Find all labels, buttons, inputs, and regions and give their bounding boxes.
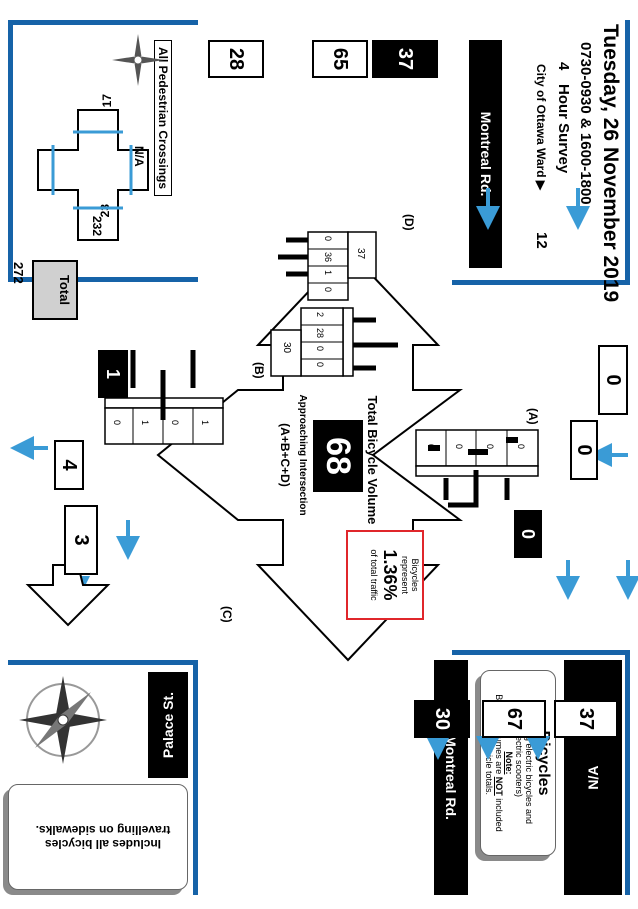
percent-line3: of total traffic <box>369 549 379 601</box>
approach-label-a: (A) <box>526 408 540 425</box>
approach-label-b: (B) <box>252 362 266 379</box>
b-count-uturn: 0 <box>315 362 325 368</box>
percent-line1: Bicycles <box>410 558 420 592</box>
pedestrian-intersection <box>37 109 149 241</box>
c-count-3: 1 <box>140 420 150 426</box>
d-count-4: 0 <box>323 287 333 293</box>
one-way-arrow-icon <box>25 564 111 627</box>
a-count-3: 0 <box>454 444 464 450</box>
center-title: Total Bicycle Volume <box>365 395 380 525</box>
approach-b-lanes <box>342 307 354 377</box>
center-sub1: Approaching Intersection <box>297 394 308 516</box>
d-exit-total: 28 <box>208 40 264 78</box>
c-count-1: 1 <box>200 420 210 426</box>
d-approach-total: 37 <box>372 40 438 78</box>
a-approach-total: 0 <box>514 510 542 558</box>
c-two-way-total: 4 <box>54 440 84 490</box>
b-approach-box-value: 30 <box>281 342 292 354</box>
percent-box: Bicycles represent 1.36% of total traffi… <box>346 530 424 620</box>
approach-a-arrows <box>428 437 518 455</box>
c-count-4: 0 <box>112 420 122 426</box>
compass-rose-icon <box>19 676 107 764</box>
c-approach-total: 1 <box>98 350 128 398</box>
b-count-left: 2 <box>315 312 325 318</box>
compass-small-icon <box>112 34 164 86</box>
b-count-through: 28 <box>315 328 325 339</box>
center-total: 68 <box>313 420 363 492</box>
a-count-1: 0 <box>516 444 526 450</box>
approach-label-c: (C) <box>220 606 234 623</box>
b-two-way-total: 67 <box>482 700 546 738</box>
b-exit-total: 37 <box>554 700 618 738</box>
a-count-4: 0 <box>426 444 436 450</box>
c-exit-total: 3 <box>64 505 98 575</box>
approach-c-arrows <box>130 350 196 420</box>
b-approach-total: 30 <box>414 700 470 738</box>
center-sub2: (A+B+C+D) <box>278 423 292 487</box>
d-box-total: 37 <box>355 248 366 260</box>
b-count-right: 0 <box>315 346 325 352</box>
d-count-3: 1 <box>323 270 333 276</box>
a-exit-total: 0 <box>598 345 628 415</box>
d-count-1: 0 <box>323 236 333 242</box>
approach-b-arrows <box>353 317 398 371</box>
c-count-2: 0 <box>170 420 180 426</box>
d-count-2: 36 <box>323 252 333 263</box>
pedestrian-crossing-arrows <box>51 130 133 210</box>
approach-label-d: (D) <box>402 214 416 231</box>
approach-d-arrows <box>278 237 308 277</box>
percent-value: 1.36% <box>380 549 400 601</box>
a-two-way-total: 0 <box>570 420 598 480</box>
a-count-2: 0 <box>485 444 495 450</box>
percent-line2: represent <box>400 555 410 595</box>
d-two-way-total: 65 <box>312 40 368 78</box>
